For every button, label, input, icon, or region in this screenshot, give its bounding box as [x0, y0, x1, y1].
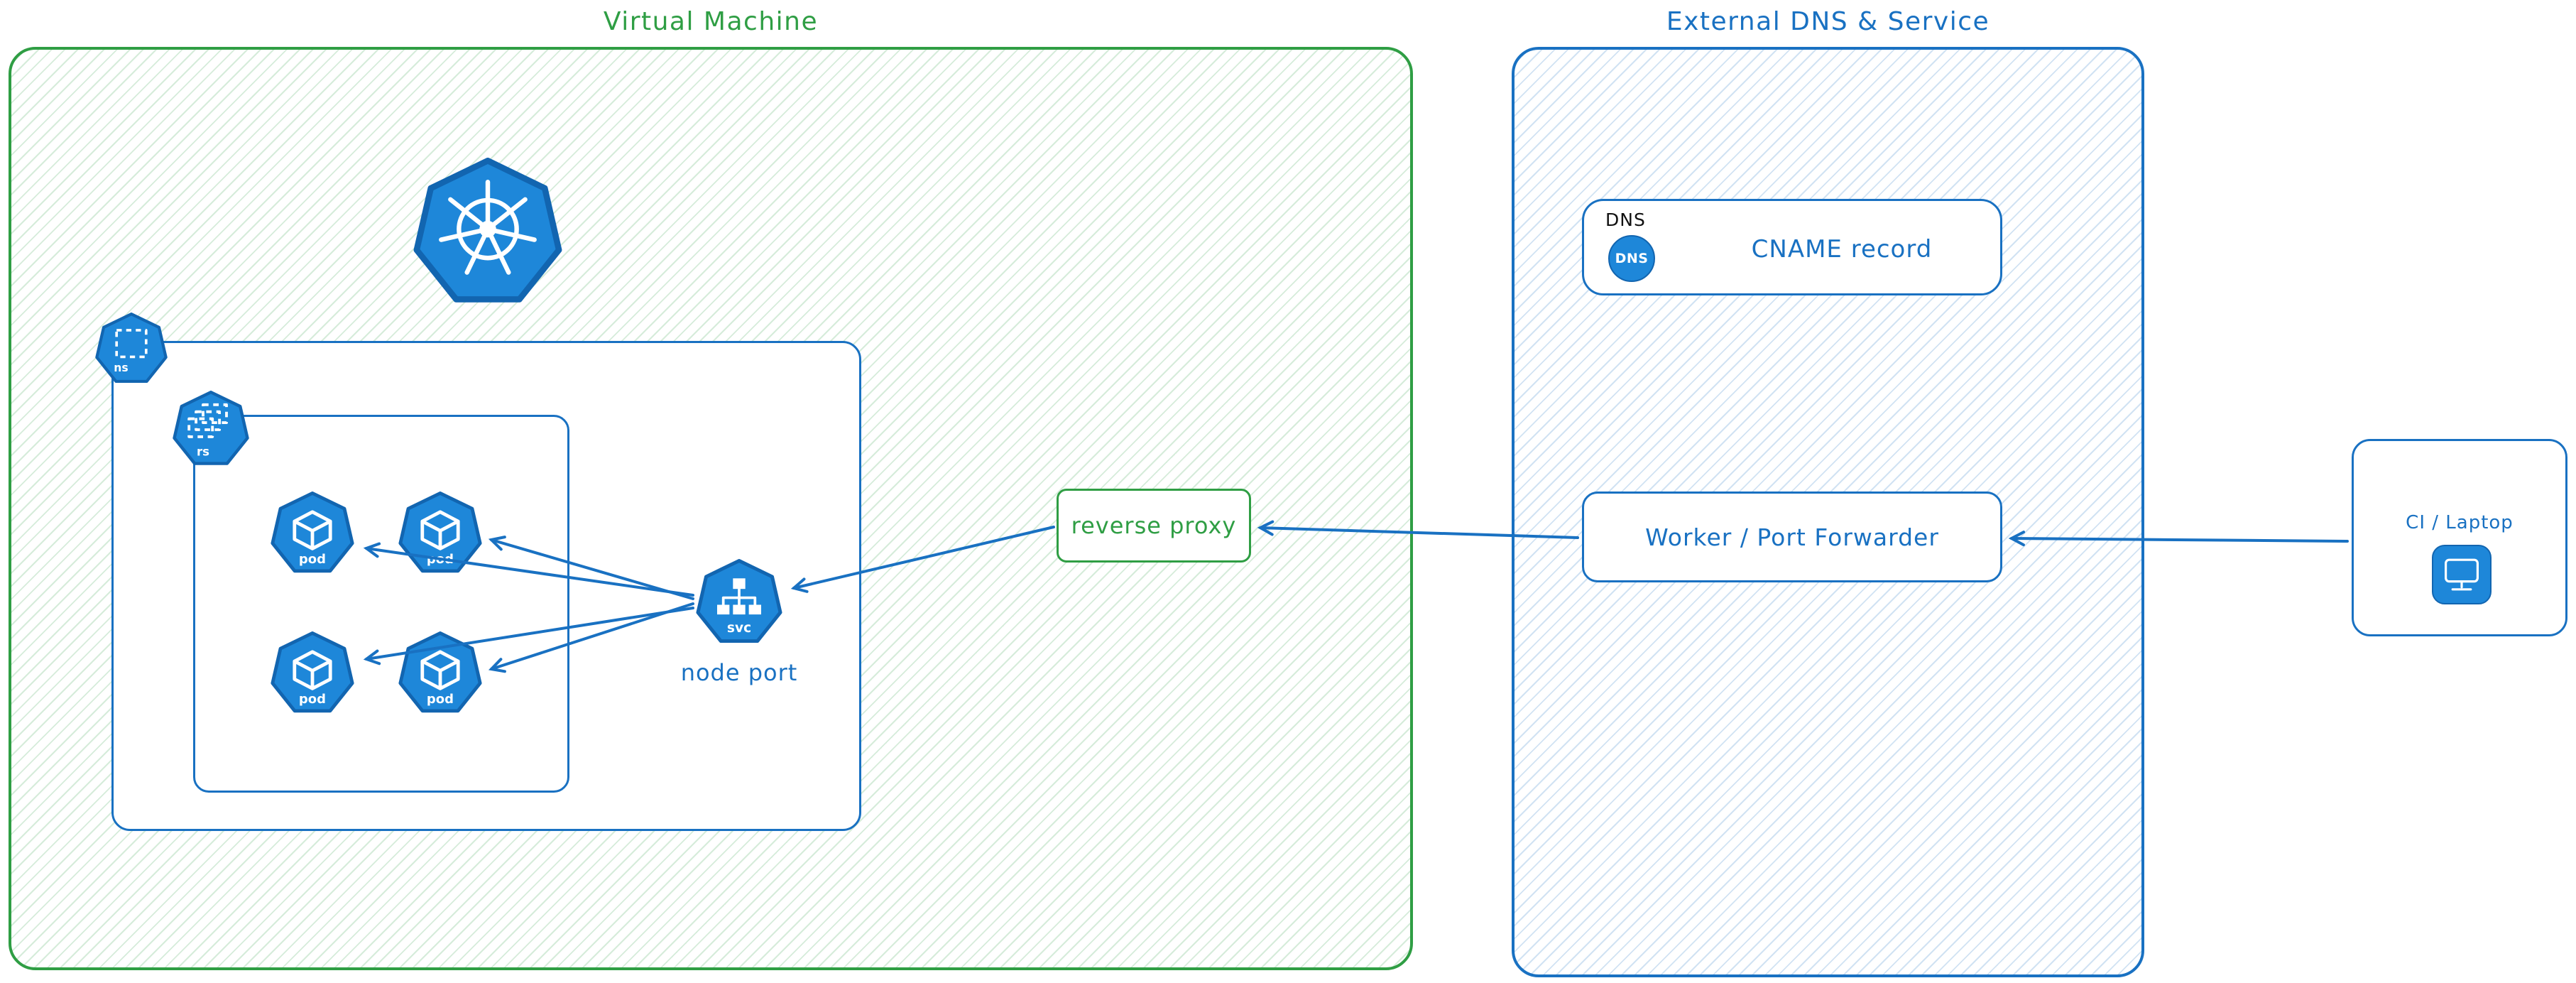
pod-icon: pod [271, 492, 354, 573]
dns-icon-text: DNS [1615, 251, 1649, 266]
dns-icon: DNS [1608, 235, 1655, 282]
worker-label: Worker / Port Forwarder [1645, 523, 1939, 551]
pod-icon-label: pod [427, 692, 454, 707]
svc-icon-label: svc [727, 621, 751, 636]
reverse-proxy-node: reverse proxy [1057, 489, 1251, 563]
namespace-icon: ns [95, 313, 168, 384]
pod-icon: pod [398, 492, 482, 573]
worker-port-forwarder-node: Worker / Port Forwarder [1582, 492, 2002, 582]
external-region-title: External DNS & Service [1666, 7, 1990, 36]
pod-icon-label: pod [299, 692, 326, 707]
replicaset-icon: rs [173, 391, 249, 465]
pod-icon: pod [271, 631, 354, 713]
rs-icon-label: rs [197, 445, 209, 458]
ns-icon-label: ns [114, 362, 128, 374]
laptop-icon [2432, 545, 2492, 604]
ci-laptop-node: CI / Laptop [2352, 439, 2567, 636]
dns-cname-node: DNS DNS CNAME record [1582, 199, 2002, 295]
node-port-label: node port [680, 659, 798, 686]
replicaset-box [193, 415, 569, 793]
dns-card-tag: DNS [1605, 210, 1646, 230]
pod-icon: pod [398, 631, 482, 713]
vm-region-title: Virtual Machine [603, 7, 819, 36]
cname-record-label: CNAME record [1751, 235, 1933, 264]
service-icon: svc [696, 559, 782, 643]
kubernetes-logo-icon [413, 158, 562, 303]
reverse-proxy-label: reverse proxy [1071, 512, 1237, 539]
ci-laptop-label: CI / Laptop [2406, 512, 2514, 533]
pod-icon-label: pod [427, 552, 454, 567]
pod-icon-label: pod [299, 552, 326, 567]
